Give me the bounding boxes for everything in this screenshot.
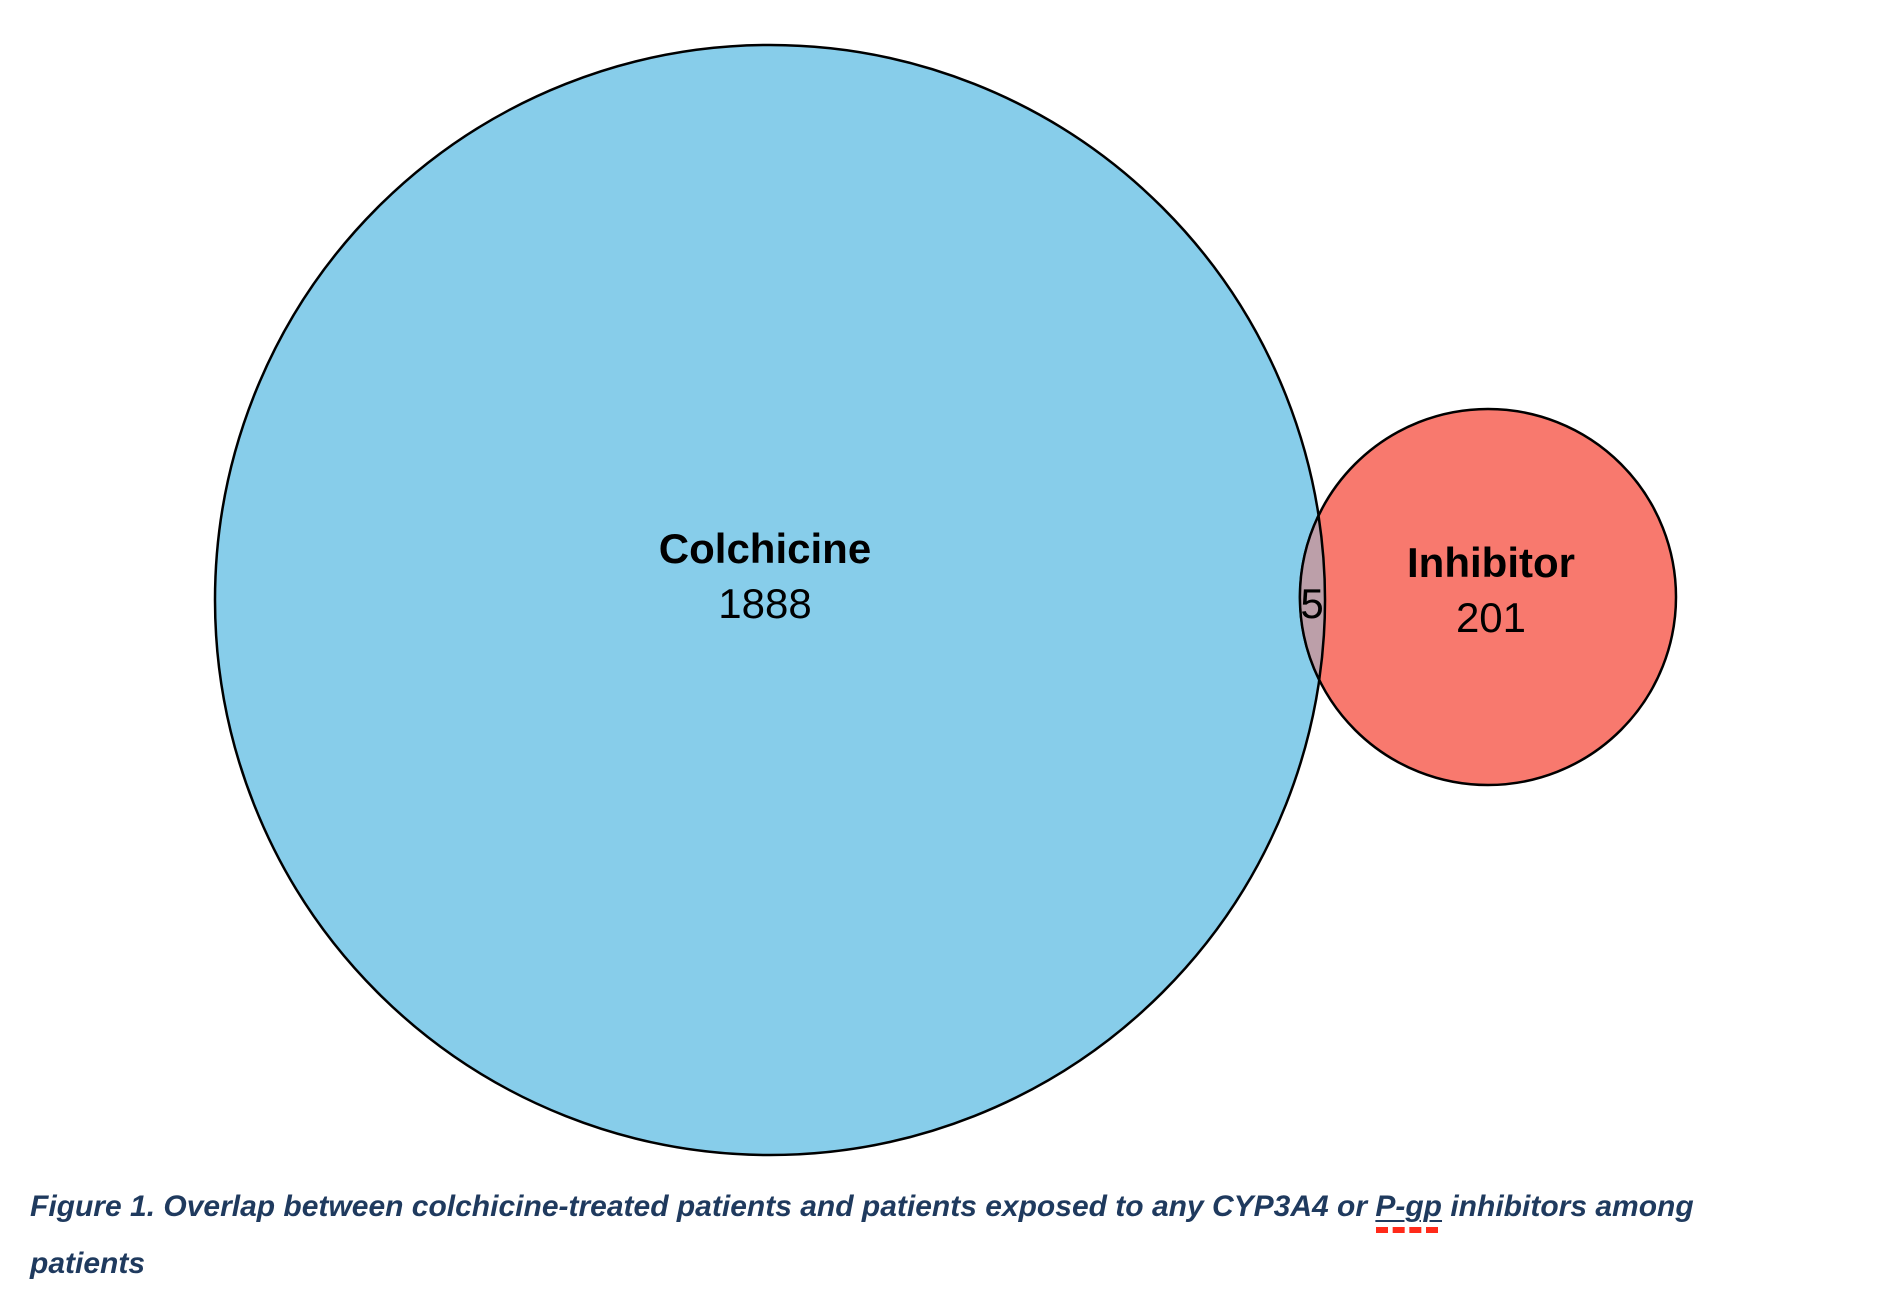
caption-text-mid: inhibitors among patients: [30, 1190, 1694, 1280]
colchicine-count: 1888: [718, 580, 811, 627]
pgp-term: P-gp: [1375, 1190, 1443, 1223]
inhibitor-label: Inhibitor: [1407, 539, 1575, 586]
figure-caption: Figure 1. Overlap between colchicine-tre…: [30, 1178, 1730, 1298]
inhibitor-count: 201: [1456, 594, 1526, 641]
overlap-count: 5: [1300, 580, 1323, 627]
venn-diagram-area: Colchicine 1888 Inhibitor 201 5: [213, 43, 1678, 1157]
caption-text-start: Figure 1. Overlap between colchicine-tre…: [30, 1190, 1376, 1223]
venn-diagram: Colchicine 1888 Inhibitor 201 5: [213, 43, 1678, 1157]
overlap-region: [1298, 511, 1327, 685]
colchicine-label: Colchicine: [659, 525, 871, 572]
